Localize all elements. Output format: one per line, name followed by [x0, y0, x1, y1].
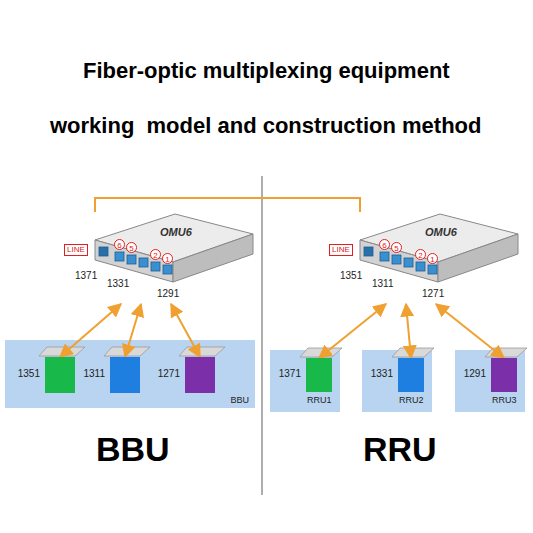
bbu-panel: BBU 1351 1311 1271	[5, 340, 255, 408]
sfp-module: 1331	[398, 358, 424, 392]
wavelength-label: 1291	[157, 288, 179, 299]
node-label: OMU6	[160, 226, 192, 238]
rru-unit: RRU2 1331	[362, 350, 432, 412]
fiber-arrow	[125, 304, 141, 357]
port-tag: LINE	[64, 244, 88, 256]
node-label: 1331	[371, 368, 393, 379]
node-label: OMU6	[425, 226, 457, 238]
rru-unit: RRU1 1371	[270, 350, 340, 412]
node-label: RRU2	[399, 395, 424, 405]
node-label: 1351	[18, 368, 40, 379]
callout-number: 1	[162, 253, 173, 264]
fiber-arrow	[436, 304, 504, 358]
wavelength-label: 1311	[372, 278, 394, 289]
node-label: 1371	[279, 368, 301, 379]
sfp-module: 1311	[110, 357, 140, 393]
title-text: working model and construction method	[50, 113, 481, 139]
rru-unit: RRU3 1291	[455, 350, 525, 412]
fiber-arrow	[171, 304, 200, 357]
omu-drawing	[95, 214, 518, 282]
callout-number: 5	[391, 242, 402, 253]
node-label: 1311	[83, 368, 105, 379]
fiber-link	[95, 198, 360, 212]
sfp-module: 1271	[185, 357, 215, 393]
wavelength-label: 1271	[422, 288, 444, 299]
title-text: Fiber-optic multiplexing equipment	[83, 58, 450, 84]
fiber-arrow	[406, 304, 411, 358]
node-label: 1291	[464, 368, 486, 379]
sfp-module: 1371	[306, 358, 332, 392]
callout-number: 6	[114, 239, 125, 250]
callout-number: 2	[150, 249, 161, 260]
node-label: BBU	[230, 395, 249, 405]
callout-number: 5	[126, 242, 137, 253]
node-label: 1271	[158, 368, 180, 379]
divider-line	[261, 176, 262, 495]
wavelength-label: 1351	[340, 270, 362, 281]
sfp-housings	[39, 347, 527, 357]
callout-number: 1	[427, 253, 438, 264]
port-tag: LINE	[329, 244, 353, 256]
callout-number: 6	[379, 239, 390, 250]
fiber-arrow	[319, 304, 386, 358]
fiber-ports	[99, 247, 437, 274]
wavelength-label: 1371	[75, 270, 97, 281]
fiber-arrow	[60, 304, 121, 357]
callout-number: 2	[415, 249, 426, 260]
wavelength-label: 1331	[107, 278, 129, 289]
section-heading: BBU	[96, 430, 170, 469]
section-heading: RRU	[363, 430, 437, 469]
sfp-module: 1291	[491, 358, 517, 392]
node-label: RRU1	[307, 395, 332, 405]
unit-panels	[5, 340, 525, 412]
node-label: RRU3	[492, 395, 517, 405]
sfp-module: 1351	[45, 357, 75, 393]
